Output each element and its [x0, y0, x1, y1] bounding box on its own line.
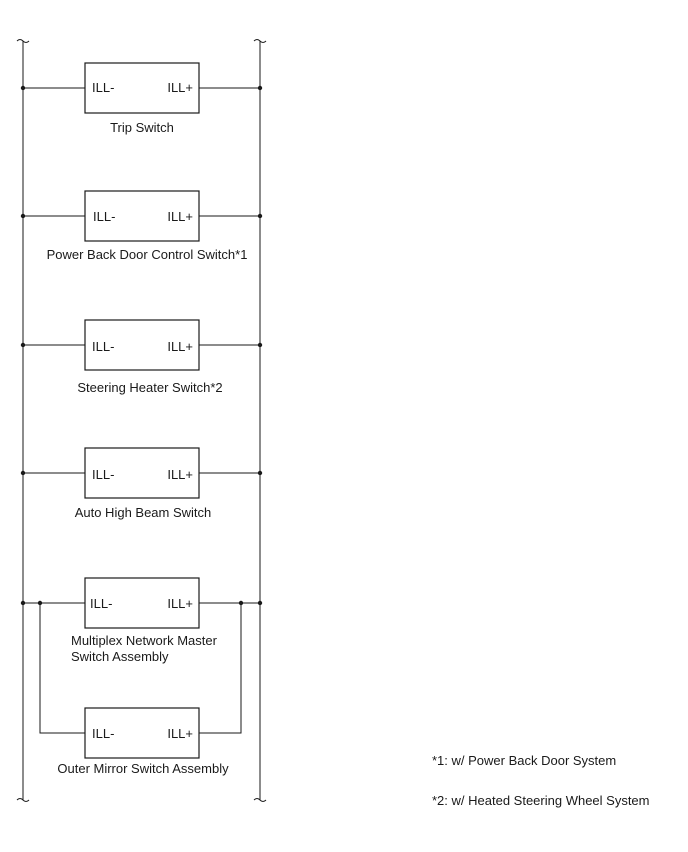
pin-ill-plus: ILL+ [167, 467, 193, 482]
pin-ill-plus: ILL+ [167, 726, 193, 741]
trip-switch: ILL- ILL+ Trip Switch [20, 62, 263, 135]
pin-ill-minus: ILL- [92, 467, 114, 482]
left-bus [16, 39, 30, 802]
pin-ill-plus: ILL+ [167, 209, 193, 224]
auto-high-beam-switch-box [84, 447, 200, 499]
steering-heater-switch: ILL- ILL+ Steering Heater Switch*2 [20, 319, 263, 395]
pin-ill-minus: ILL- [90, 596, 112, 611]
outer-mirror-switch-box [84, 707, 200, 759]
component-label: Steering Heater Switch*2 [77, 380, 222, 395]
footnotes: *1: w/ Power Back Door System *2: w/ Hea… [432, 753, 650, 808]
multiplex-network-master-switch-box [84, 577, 200, 629]
trip-switch-box [84, 62, 200, 114]
auto-high-beam-switch: ILL- ILL+ Auto High Beam Switch [20, 447, 263, 520]
outer-mirror-switch-assembly: ILL- ILL+ Outer Mirror Switch Assembly [39, 603, 242, 776]
component-label: Power Back Door Control Switch*1 [47, 247, 248, 262]
component-label: Trip Switch [110, 120, 174, 135]
pin-ill-minus: ILL- [93, 209, 115, 224]
pin-ill-plus: ILL+ [167, 80, 193, 95]
component-label: Auto High Beam Switch [75, 505, 212, 520]
pin-ill-minus: ILL- [92, 80, 114, 95]
right-bus [253, 39, 267, 802]
component-label: Outer Mirror Switch Assembly [57, 761, 229, 776]
power-back-door-control-switch: ILL- ILL+ Power Back Door Control Switch… [20, 190, 263, 262]
pin-ill-plus: ILL+ [167, 339, 193, 354]
multiplex-network-master-switch-assembly: ILL- ILL+ Multiplex Network Master Switc… [20, 577, 263, 664]
component-label-line-1: Multiplex Network Master [71, 633, 218, 648]
component-label-line-2: Switch Assembly [71, 649, 169, 664]
pin-ill-plus: ILL+ [167, 596, 193, 611]
pin-ill-minus: ILL- [92, 339, 114, 354]
footnote-2: *2: w/ Heated Steering Wheel System [432, 793, 650, 808]
footnote-1: *1: w/ Power Back Door System [432, 753, 616, 768]
power-back-door-control-switch-box [84, 190, 200, 242]
pin-ill-minus: ILL- [92, 726, 114, 741]
steering-heater-switch-box [84, 319, 200, 371]
